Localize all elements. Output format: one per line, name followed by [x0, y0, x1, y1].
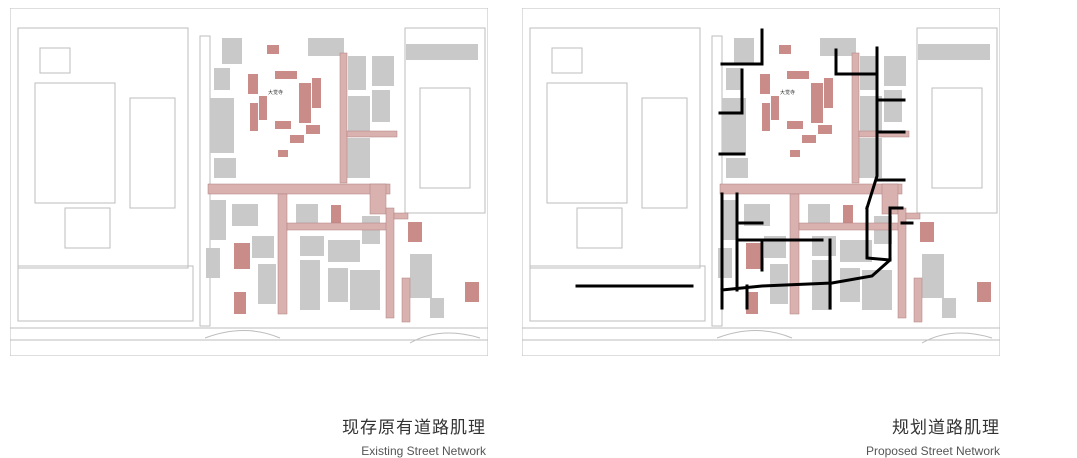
temple-label: 大觉寺 [268, 89, 283, 96]
caption-existing: 现存原有道路肌理 Existing Street Network [86, 413, 486, 458]
proposed-map-drawing: 大觉寺 [522, 8, 1000, 356]
caption-existing-cn: 现存原有道路肌理 [342, 418, 486, 438]
base-outlines [522, 8, 1000, 356]
caption-proposed-cn: 规划道路肌理 [892, 418, 1000, 438]
temple-label: 大觉寺 [780, 89, 795, 96]
building-blocks [718, 38, 990, 318]
caption-proposed-en: Proposed Street Network [865, 444, 1000, 458]
base-outlines [10, 8, 488, 356]
caption-proposed: 规划道路肌理 Proposed Street Network [600, 413, 1000, 458]
heritage-buildings [234, 45, 479, 314]
caption-existing-en: Existing Street Network [361, 444, 486, 458]
proposed-street-map: 大觉寺 [522, 8, 1000, 356]
existing-map-drawing: 大觉寺 [10, 8, 488, 356]
proposed-streets [575, 28, 914, 310]
heritage-buildings [746, 45, 991, 314]
existing-streets [207, 52, 411, 323]
existing-street-map: 大觉寺 [10, 8, 488, 356]
building-blocks [206, 38, 478, 318]
